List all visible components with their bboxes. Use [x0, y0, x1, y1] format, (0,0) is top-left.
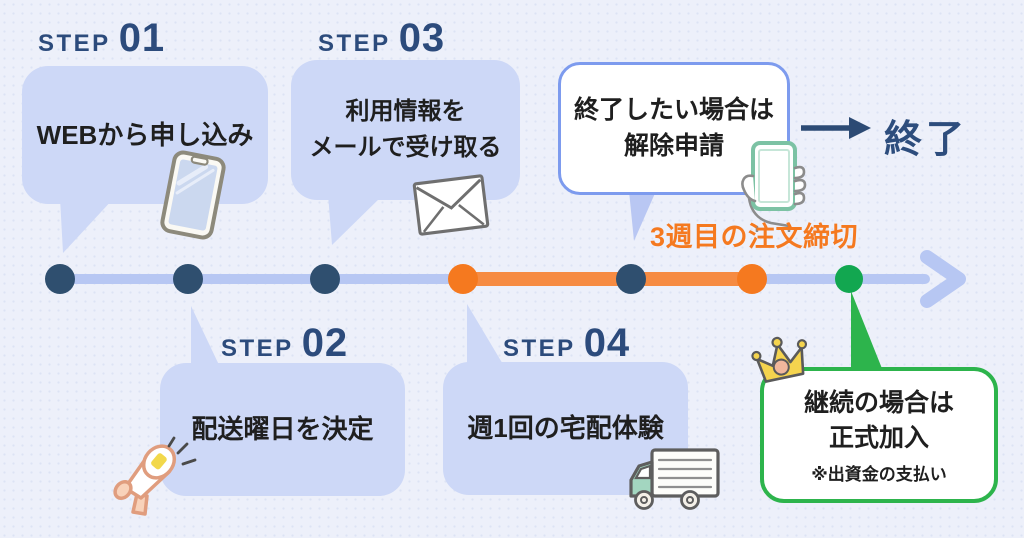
- step2-text: 配送曜日を決定: [191, 414, 374, 444]
- exit-arrow-icon: [801, 117, 871, 139]
- exit-result-label: 終了: [884, 119, 969, 161]
- step2-bubble: 配送曜日を決定: [160, 363, 405, 496]
- step1-bubble: WEBから申し込み: [22, 66, 268, 204]
- step1-number: 01: [118, 16, 166, 60]
- timeline-dot-orange: [737, 264, 767, 294]
- step1-word: STEP: [38, 30, 111, 57]
- step4-number: 04: [583, 321, 631, 365]
- megaphone-icon: [103, 436, 203, 521]
- timeline-dot-dark: [45, 264, 75, 294]
- step4-text: 週1回の宅配体験: [467, 413, 664, 443]
- timeline-arrowhead-icon: [920, 250, 966, 308]
- step2-number: 02: [301, 321, 349, 365]
- step4-bubble-tail: [467, 304, 504, 366]
- continue-note: ※出資金の支払い: [811, 464, 947, 484]
- step2-bubble-tail: [191, 306, 220, 367]
- step1-label: STEP 01: [38, 16, 165, 61]
- crown-icon: [750, 334, 812, 388]
- envelope-icon: [411, 172, 492, 239]
- timeline-dots: [45, 264, 863, 294]
- timeline-dot-orange: [448, 264, 478, 294]
- deadline-label: 3週目の注文締切: [650, 222, 859, 252]
- continue-bubble: 継続の場合は 正式加入 ※出資金の支払い: [760, 367, 998, 503]
- step1-bubble-tail: [60, 198, 114, 253]
- step3-word: STEP: [318, 30, 391, 57]
- step3-bubble-tail: [328, 194, 384, 245]
- step2-label: STEP 02: [221, 321, 348, 366]
- timeline-dot-dark: [616, 264, 646, 294]
- exit-text-line1: 終了したい場合は: [573, 96, 774, 124]
- step4-word: STEP: [503, 335, 576, 362]
- step1-text: WEBから申し込み: [36, 119, 254, 150]
- step3-label: STEP 03: [318, 16, 445, 61]
- step2-word: STEP: [221, 335, 294, 362]
- timeline-dot-dark: [173, 264, 203, 294]
- step3-bubble: 利用情報を メールで受け取る: [291, 60, 520, 200]
- continue-text-line2: 正式加入: [828, 424, 929, 452]
- delivery-truck-icon: [627, 447, 722, 513]
- continue-text-line1: 継続の場合は: [803, 388, 954, 417]
- smartphone-icon: [156, 145, 230, 244]
- step3-text-line1: 利用情報を: [345, 98, 466, 125]
- timeline-dot-green: [835, 265, 863, 293]
- exit-bubble-tail: [629, 191, 656, 241]
- step3-number: 03: [398, 16, 446, 60]
- step4-label: STEP 04: [503, 321, 630, 366]
- continue-bubble-tail: [851, 291, 883, 371]
- step3-text-line2: メールで受け取る: [309, 134, 502, 161]
- hand-holding-phone-icon: [737, 140, 807, 232]
- timeline-dot-dark: [310, 264, 340, 294]
- exit-text-line2: 解除申請: [623, 131, 724, 160]
